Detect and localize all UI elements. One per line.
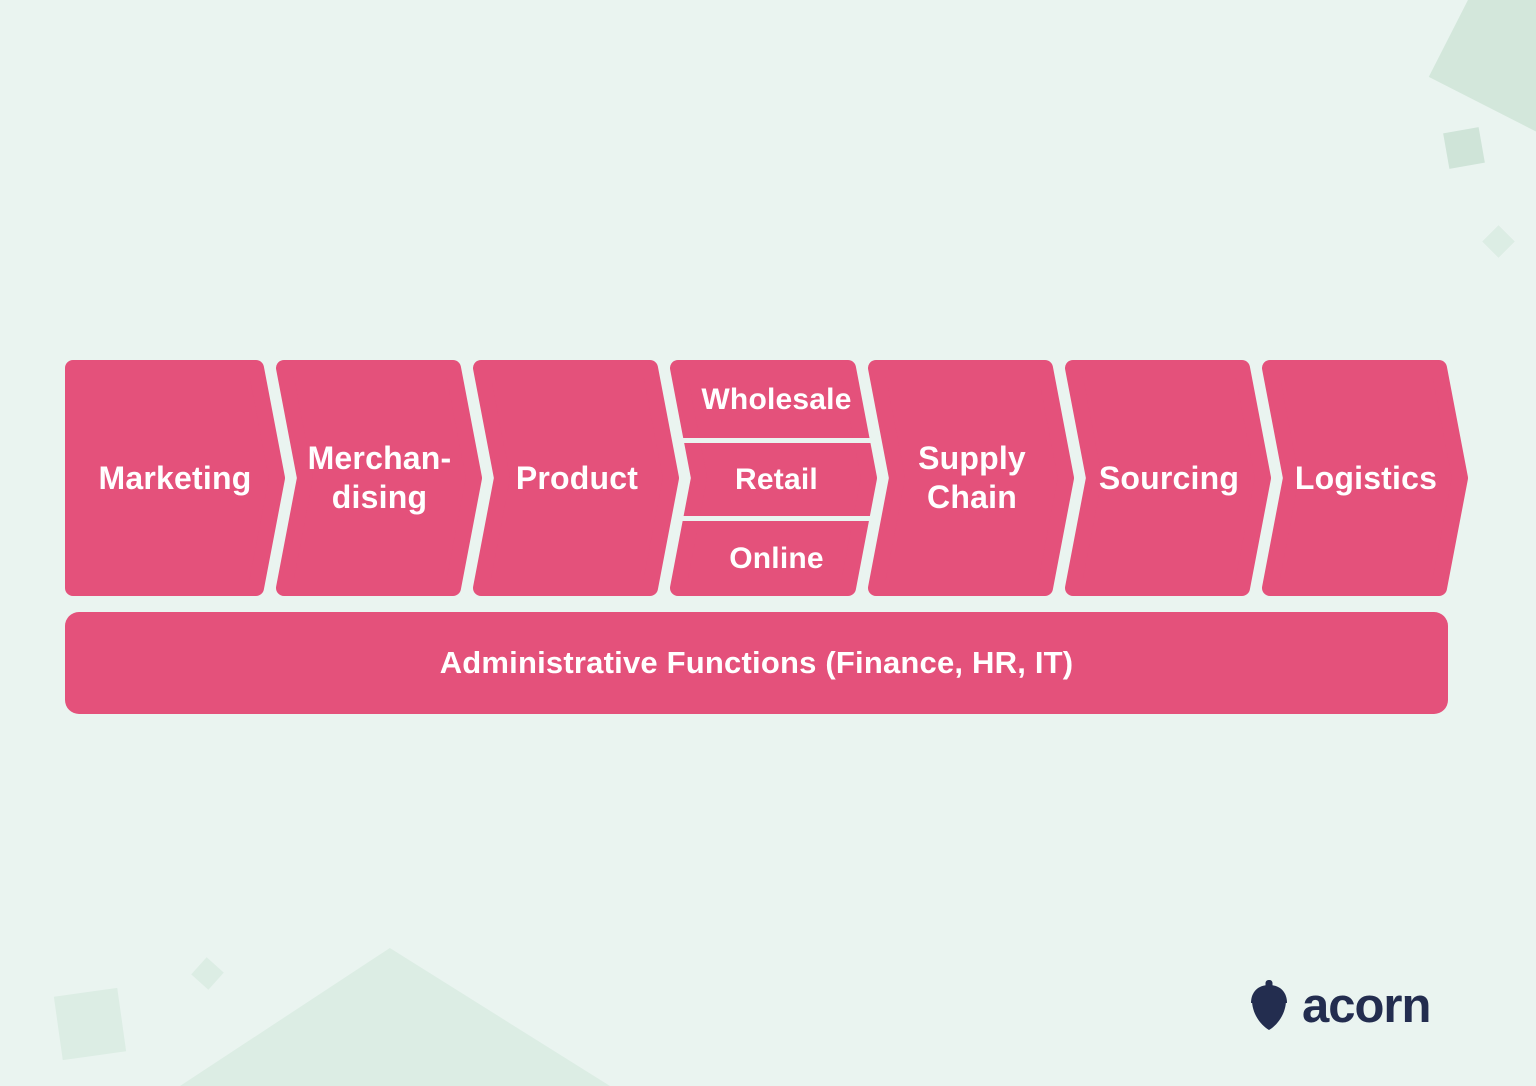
segment-shape-supply-chain bbox=[868, 360, 1074, 596]
segment-label-line: Sourcing bbox=[1098, 459, 1240, 496]
segment-label-line: Logistics bbox=[1294, 459, 1438, 496]
segment-label-line: Product bbox=[515, 459, 639, 496]
segment-shape-merchandising bbox=[276, 360, 482, 596]
segment-shape-marketing bbox=[65, 360, 285, 596]
segment-label-line: Merchan- bbox=[307, 440, 452, 476]
segment-label-line: Chain bbox=[927, 479, 1017, 515]
channel-label-retail: Retail bbox=[676, 443, 877, 516]
segment-label-marketing: Marketing bbox=[65, 360, 285, 596]
channel-label-line: Retail bbox=[735, 463, 818, 496]
brand-name: acorn bbox=[1302, 979, 1431, 1033]
segment-label-product: Product bbox=[471, 360, 683, 596]
segment-shape-logistics bbox=[1262, 360, 1468, 596]
brand-logo: acorn bbox=[1249, 979, 1431, 1033]
segment-shape-sourcing bbox=[1065, 360, 1271, 596]
segment-label-merchandising: Merchan- dising bbox=[274, 360, 485, 596]
segment-label-sourcing: Sourcing bbox=[1063, 360, 1275, 596]
segment-label-line: Marketing bbox=[98, 459, 252, 496]
admin-functions-label: Administrative Functions (Finance, HR, I… bbox=[439, 645, 1074, 680]
segment-label-line: dising bbox=[331, 479, 428, 515]
segment-label-supply-chain: Supply Chain bbox=[866, 360, 1078, 596]
channel-label-line: Online bbox=[729, 542, 824, 575]
channels-divider-bottom bbox=[676, 516, 878, 521]
segment-shape-product bbox=[473, 360, 679, 596]
admin-functions-bar: Administrative Functions (Finance, HR, I… bbox=[65, 612, 1448, 714]
segment-shape-channels bbox=[670, 360, 877, 596]
acorn-icon bbox=[1251, 980, 1287, 1030]
segment-label-logistics: Logistics bbox=[1260, 360, 1472, 596]
channel-label-online: Online bbox=[676, 521, 877, 596]
segment-label-line: Supply bbox=[918, 440, 1026, 476]
channel-label-line: Wholesale bbox=[701, 382, 852, 416]
channels-divider-top bbox=[676, 438, 878, 443]
channel-label-wholesale: Wholesale bbox=[676, 360, 877, 438]
